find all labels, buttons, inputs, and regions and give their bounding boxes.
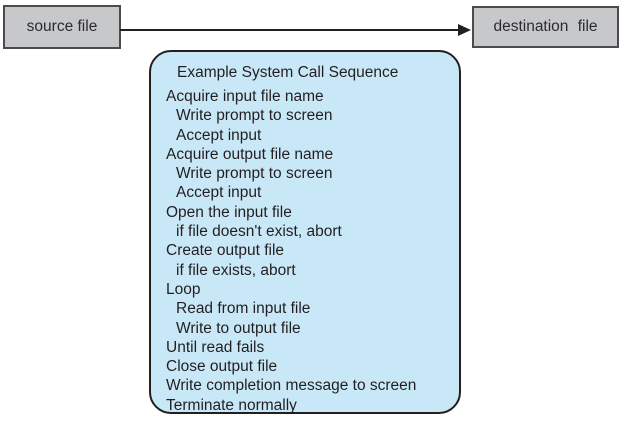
syscall-sequence-box: Example System Call Sequence Acquire inp… [149,50,461,414]
syscall-line: Open the input file [166,203,292,221]
syscall-line: Create output file [166,242,285,260]
syscall-line: Terminate normally [166,396,297,414]
syscall-line: if file doesn't exist, abort [176,223,342,241]
syscall-line: Write prompt to screen [176,165,333,183]
destination-file-label: destination file [493,18,598,35]
syscall-line: Write to output file [176,319,301,337]
syscall-line: Loop [166,280,201,298]
destination-file-box: destination file [472,6,619,48]
syscall-line: if file exists, abort [176,261,296,279]
syscall-line: Write completion message to screen [166,377,417,395]
syscall-line: Close output file [166,358,278,376]
source-file-box: source file [3,5,121,49]
syscall-line: Acquire output file name [166,145,334,163]
syscall-line: Accept input [176,126,262,144]
copy-arrow-head-icon [458,24,471,36]
copy-arrow-line [120,29,460,31]
syscall-line: Accept input [176,184,262,202]
syscall-line: Until read fails [166,338,265,356]
syscall-line: Write prompt to screen [176,107,333,125]
syscall-line: Acquire input file name [166,88,324,105]
syscall-line: Read from input file [176,300,311,318]
syscall-sequence-title: Example System Call Sequence [177,64,399,81]
source-file-label: source file [26,18,98,35]
